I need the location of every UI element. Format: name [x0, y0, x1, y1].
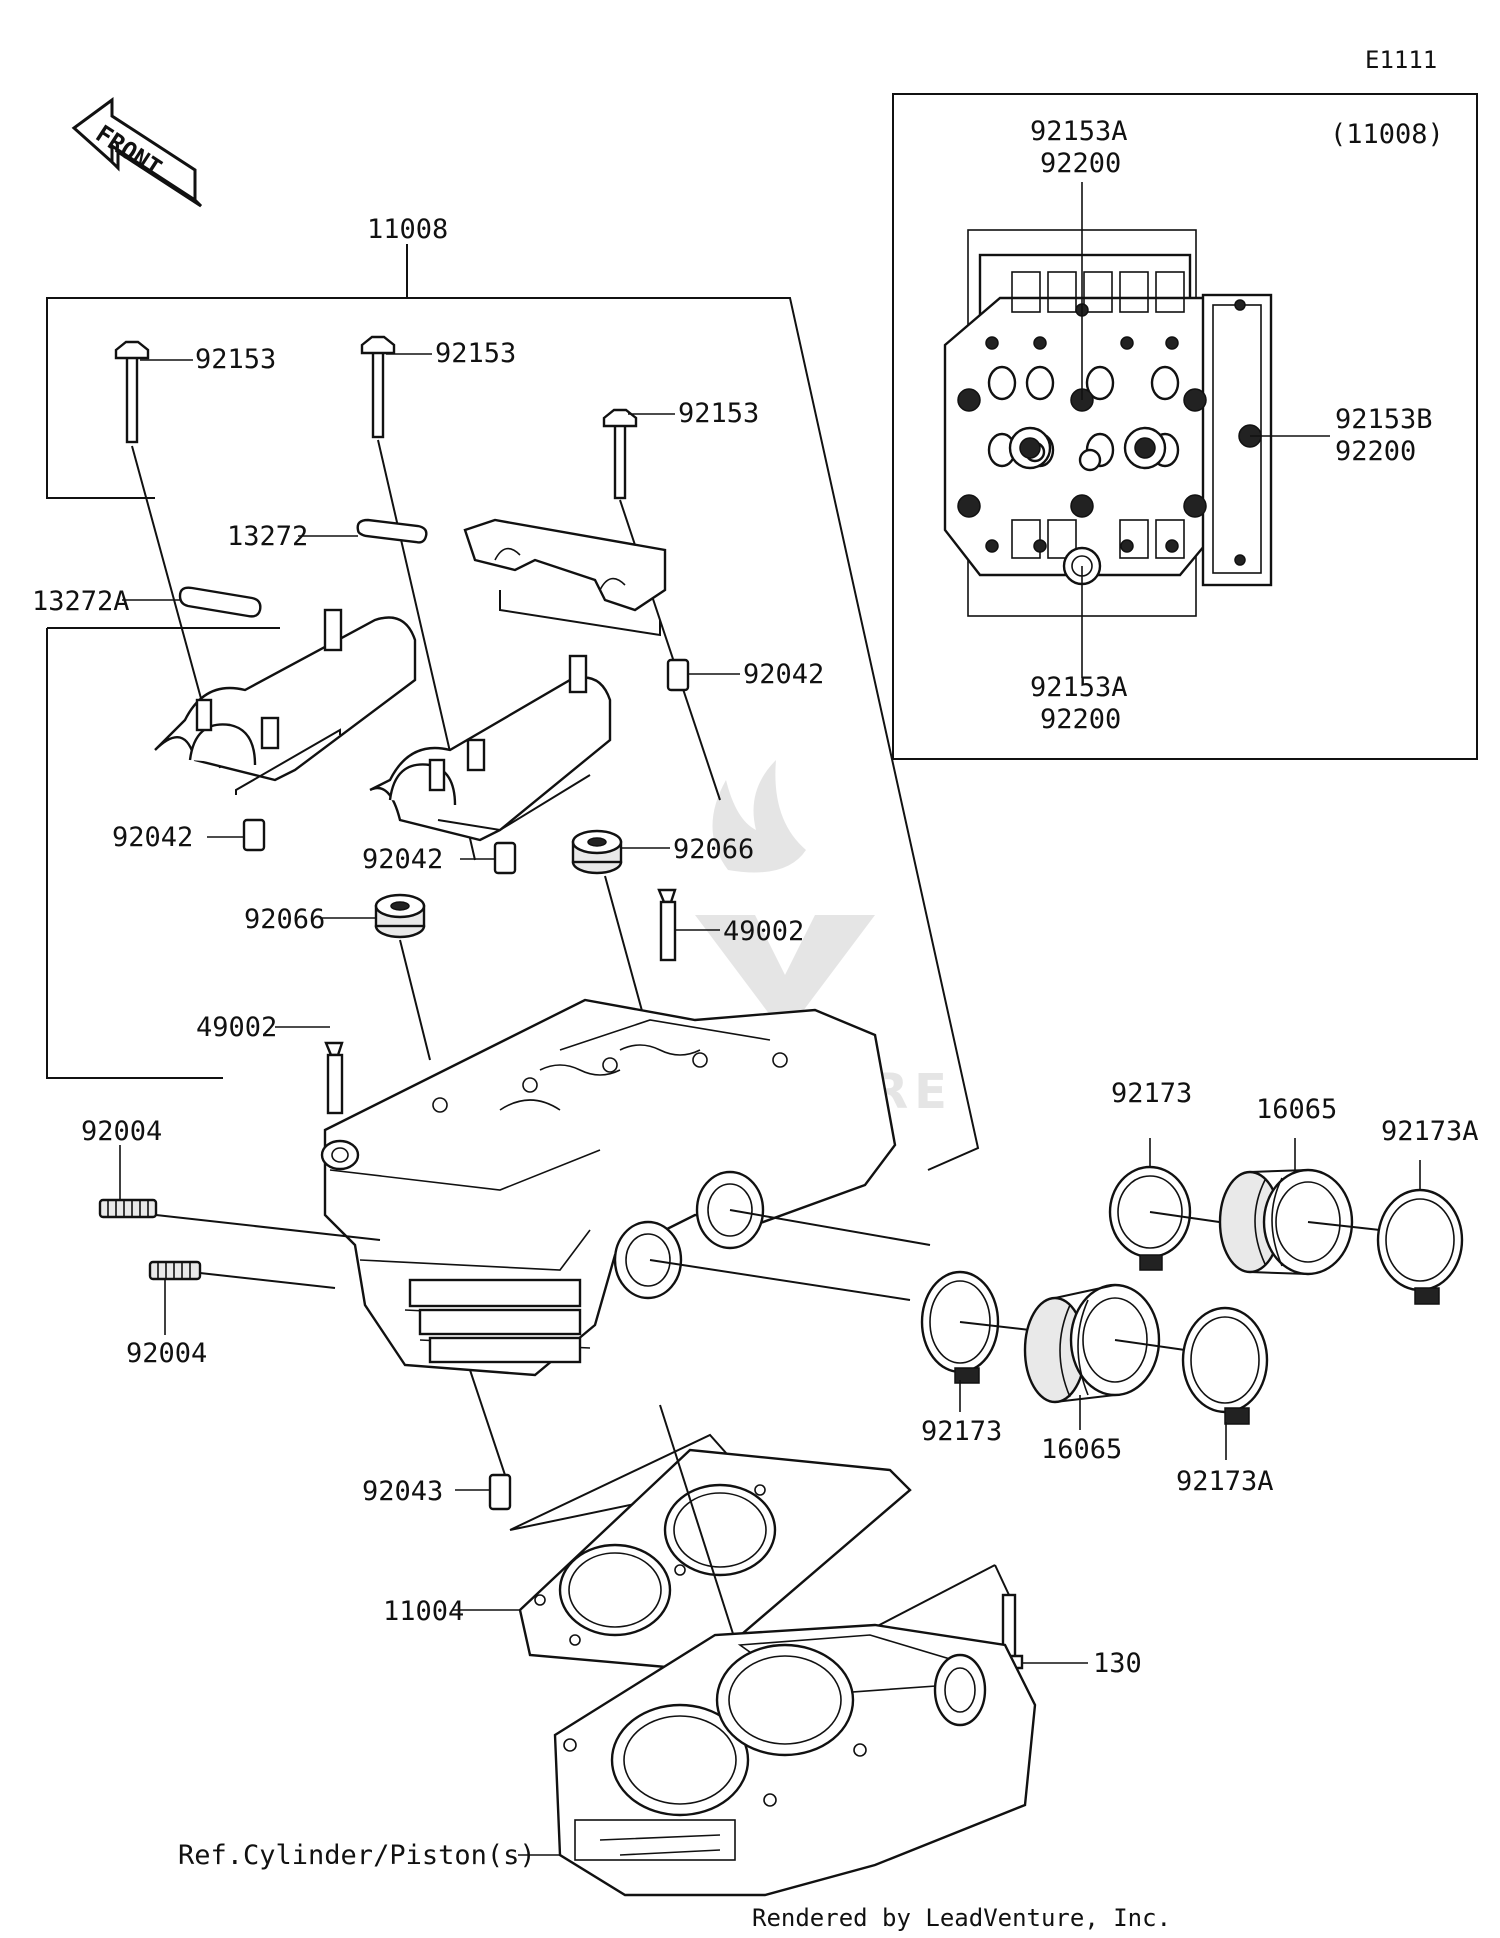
- valve-guide-49002-b: [657, 888, 720, 962]
- label-92173A-lower: 92173A: [1176, 1466, 1274, 1497]
- label-92042-c: 92042: [743, 659, 824, 690]
- inset-group-label: (11008): [1330, 119, 1444, 150]
- cylinder-head-inset: (11008): [892, 93, 1478, 760]
- inset-label-92200-right: 92200: [1335, 436, 1416, 467]
- camshaft-cap-left: [154, 608, 417, 795]
- label-92153-b: 92153: [435, 338, 516, 369]
- label-92173A-upper: 92173A: [1381, 1116, 1479, 1147]
- camshaft-cap-top: [463, 518, 667, 637]
- seal-92066-a: [320, 893, 431, 1061]
- dowel-92042-c: [666, 658, 740, 692]
- inset-label-92200-bottom: 92200: [1040, 704, 1121, 735]
- holder-16065-lower: [1023, 1283, 1186, 1430]
- inset-label-92153A-top: 92153A: [1030, 116, 1128, 147]
- label-92173-upper: 92173: [1111, 1078, 1192, 1109]
- label-92153-c: 92153: [678, 398, 759, 429]
- seal-92066-b: [571, 829, 670, 1041]
- label-92042-a: 92042: [112, 822, 193, 853]
- dowel-92043: [455, 1369, 512, 1511]
- label-13272A: 13272A: [32, 586, 130, 617]
- clamp-92173-upper: [1108, 1138, 1241, 1271]
- dowel-92042-b: [460, 841, 517, 875]
- holder-16065-upper: [1218, 1138, 1381, 1276]
- label-49002-b: 49002: [723, 916, 804, 947]
- plate-13272A: [122, 586, 262, 618]
- label-92153-a: 92153: [195, 344, 276, 375]
- label-92066-a: 92066: [244, 904, 325, 935]
- inset-label-92153A-bottom: 92153A: [1030, 672, 1128, 703]
- front-arrow-icon: FRONT: [71, 97, 203, 208]
- label-13272: 13272: [227, 521, 308, 552]
- label-92004-b: 92004: [126, 1338, 207, 1369]
- inset-label-92153B: 92153B: [1335, 404, 1433, 435]
- plate-13272: [298, 518, 428, 544]
- footer-credit: Rendered by LeadVenture, Inc.: [752, 1904, 1171, 1932]
- label-92173-lower: 92173: [921, 1416, 1002, 1447]
- stud-92004-b: [148, 1260, 336, 1335]
- diagram-code: E1111: [1365, 46, 1437, 74]
- cylinder-head: [320, 998, 931, 1377]
- group-bracket-11008: [46, 244, 980, 1171]
- label-92066-b: 92066: [673, 834, 754, 865]
- label-49002-a: 49002: [196, 1012, 277, 1043]
- label-92042-b: 92042: [362, 844, 443, 875]
- label-130: 130: [1093, 1648, 1142, 1679]
- inset-label-92200-top: 92200: [1040, 148, 1121, 179]
- label-ref-cylinder-pistons: Ref.Cylinder/Piston(s): [178, 1840, 536, 1871]
- clamp-92173A-lower: [1181, 1306, 1269, 1460]
- label-16065-upper: 16065: [1256, 1094, 1337, 1125]
- camshaft-cap-right: [369, 654, 612, 842]
- label-11004: 11004: [383, 1596, 464, 1627]
- label-92004-a: 92004: [81, 1116, 162, 1147]
- dowel-92042-a: [207, 818, 266, 852]
- label-92043: 92043: [362, 1476, 443, 1507]
- cylinder-block: [518, 1623, 1037, 1897]
- clamp-92173A-upper: [1376, 1160, 1464, 1305]
- cylinder-head-gasket: [452, 1404, 912, 1672]
- label-16065-lower: 16065: [1041, 1434, 1122, 1465]
- label-11008: 11008: [367, 214, 448, 245]
- valve-guide-49002-a: [275, 1026, 344, 1115]
- clamp-92173-lower: [920, 1270, 1031, 1412]
- stud-92004-a: [98, 1145, 381, 1241]
